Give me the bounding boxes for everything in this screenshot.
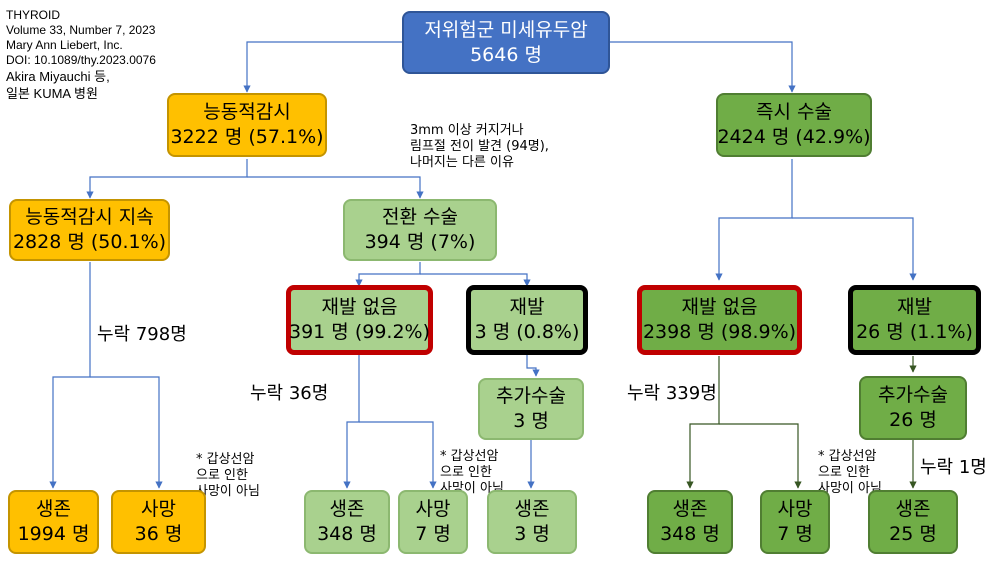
- death-note-imm-line-3: 사망이 아님: [818, 481, 882, 496]
- node-imm-no-recurrence-title: 재발 없음: [681, 296, 758, 319]
- conversion-reason-line-2: 림프절 전이 발견 (94명),: [410, 139, 549, 154]
- node-imm-survival-count: 348 명: [660, 523, 720, 545]
- node-conv-no-recurrence: 재발 없음 391 명 (99.2%): [286, 285, 433, 355]
- node-conv-death: 사망 7 명: [398, 490, 468, 554]
- death-note-imm: * 갑상선암 으로 인한 사망이 아님: [818, 449, 882, 497]
- node-imm-recurrence: 재발 26 명 (1.1%): [848, 285, 981, 355]
- connector-conv-rec: [420, 273, 531, 287]
- node-surveillance-continued-title: 능동적감시 지속: [25, 206, 154, 229]
- authors: Akira Miyauchi 등,: [6, 69, 110, 84]
- death-note-as-line-3: 사망이 아님: [196, 484, 260, 499]
- conversion-reason-note: 3mm 이상 커지거나 림프절 전이 발견 (94명), 나머지는 다른 이유: [410, 123, 549, 171]
- node-conv-death-count: 7 명: [415, 523, 451, 545]
- connector-as-outcomes: [49, 262, 91, 489]
- node-imm-survival: 생존 348 명: [647, 490, 733, 554]
- connector-root-imm: [610, 41, 796, 93]
- node-as-survival-count: 1994 명: [17, 523, 90, 545]
- node-imm-death-title: 사망: [777, 498, 813, 521]
- connector-conv-norec: [355, 262, 421, 287]
- node-root-title: 저위험군 미세유두암: [424, 18, 588, 41]
- missing-active-surveillance: 누락 798명: [97, 324, 187, 345]
- journal-volume: Volume 33, Number 7, 2023: [6, 23, 156, 37]
- node-imm-add-survival-count: 25 명: [889, 523, 937, 545]
- node-conv-survival-count: 348 명: [317, 523, 377, 545]
- death-note-as-line-1: * 갑상선암: [196, 452, 255, 467]
- node-imm-add-survival-title: 생존: [895, 498, 931, 521]
- node-as-death-count: 36 명: [134, 523, 183, 545]
- node-active-surveillance-title: 능동적감시: [203, 101, 291, 124]
- missing-imm-additional: 누락 1명: [920, 457, 987, 478]
- node-imm-additional-surgery-count: 26 명: [889, 409, 937, 431]
- source-citation: THYROID Volume 33, Number 7, 2023 Mary A…: [6, 8, 156, 102]
- death-note-imm-line-2: 으로 인한: [818, 465, 870, 480]
- node-imm-no-recurrence-count: 2398 명 (98.9%): [642, 321, 797, 343]
- missing-conversion: 누락 36명: [250, 383, 329, 404]
- death-note-imm-line-1: * 갑상선암: [818, 449, 877, 464]
- node-as-survival: 생존 1994 명: [8, 490, 99, 554]
- node-conv-add-survival: 생존 3 명: [487, 490, 577, 554]
- node-imm-no-recurrence: 재발 없음 2398 명 (98.9%): [637, 285, 802, 355]
- connector-conv-death: [359, 421, 437, 489]
- node-conv-add-survival-title: 생존: [514, 498, 550, 521]
- node-imm-recurrence-title: 재발: [897, 296, 932, 319]
- death-note-conv-line-1: * 갑상선암: [440, 449, 499, 464]
- journal-name: THYROID: [6, 8, 60, 22]
- node-conv-additional-surgery-count: 3 명: [513, 410, 549, 432]
- connector-imm-outcomes: [686, 356, 720, 489]
- node-surveillance-continued: 능동적감시 지속 2828 명 (50.1%): [9, 199, 170, 261]
- death-note-conv-line-2: 으로 인한: [440, 465, 492, 480]
- node-conv-survival: 생존 348 명: [304, 490, 390, 554]
- node-as-death: 사망 36 명: [111, 490, 206, 554]
- connector-root-as: [243, 41, 402, 93]
- node-imm-additional-surgery-title: 추가수술: [878, 384, 948, 407]
- node-immediate-surgery: 즉시 수술 2424 명 (42.9%): [716, 93, 872, 157]
- node-conversion-surgery: 전환 수술 394 명 (7%): [343, 199, 497, 261]
- node-conv-no-recurrence-title: 재발 없음: [321, 296, 398, 319]
- node-conv-additional-surgery: 추가수술 3 명: [478, 378, 584, 440]
- node-surveillance-continued-count: 2828 명 (50.1%): [12, 231, 167, 253]
- node-conv-recurrence: 재발 3 명 (0.8%): [466, 285, 588, 355]
- node-root-count: 5646 명: [470, 43, 542, 66]
- node-conversion-surgery-count: 394 명 (7%): [364, 231, 476, 253]
- conversion-reason-line-3: 나머지는 다른 이유: [410, 155, 514, 170]
- conversion-reason-line-1: 3mm 이상 커지거나: [410, 123, 524, 138]
- node-imm-recurrence-count: 26 명 (1.1%): [856, 321, 973, 343]
- publisher: Mary Ann Liebert, Inc.: [6, 38, 123, 52]
- connector-imm-death: [719, 423, 802, 489]
- node-conv-survival-title: 생존: [329, 498, 365, 521]
- doi: DOI: 10.1089/thy.2023.0076: [6, 53, 156, 67]
- node-conv-recurrence-title: 재발: [509, 296, 545, 319]
- node-conversion-surgery-title: 전환 수술: [382, 206, 458, 229]
- missing-immediate: 누락 339명: [627, 383, 717, 404]
- node-conv-recurrence-count: 3 명 (0.8%): [474, 321, 580, 343]
- node-as-survival-title: 생존: [36, 498, 71, 521]
- connector-conv-rec-add: [526, 354, 540, 377]
- node-immediate-surgery-count: 2424 명 (42.9%): [717, 126, 871, 148]
- node-conv-add-survival-count: 3 명: [514, 523, 550, 545]
- node-conv-no-recurrence-count: 391 명 (99.2%): [289, 321, 431, 343]
- node-imm-add-survival: 생존 25 명: [868, 490, 958, 554]
- node-imm-death-count: 7 명: [777, 523, 813, 545]
- node-as-death-title: 사망: [141, 498, 176, 521]
- connector-imm-rec: [792, 217, 917, 281]
- connector-as-continued: [86, 159, 248, 199]
- node-imm-survival-title: 생존: [672, 498, 708, 521]
- node-conv-death-title: 사망: [415, 498, 451, 521]
- death-note-as: * 갑상선암 으로 인한 사망이 아님: [196, 452, 260, 500]
- node-conv-additional-surgery-title: 추가수술: [496, 385, 566, 408]
- connector-conv-outcomes: [343, 354, 360, 489]
- node-root: 저위험군 미세유두암 5646 명: [402, 11, 610, 74]
- node-immediate-surgery-title: 즉시 수술: [756, 101, 832, 124]
- institution: 일본 KUMA 병원: [6, 86, 98, 101]
- connector-as-conversion: [247, 176, 424, 199]
- node-active-surveillance-count: 3222 명 (57.1%): [170, 126, 324, 148]
- death-note-as-line-2: 으로 인한: [196, 468, 248, 483]
- connector-as-death: [90, 376, 163, 489]
- node-imm-additional-surgery: 추가수술 26 명: [859, 376, 967, 440]
- connector-imm-split: [715, 159, 793, 281]
- node-imm-death: 사망 7 명: [760, 490, 830, 554]
- node-active-surveillance: 능동적감시 3222 명 (57.1%): [167, 93, 327, 157]
